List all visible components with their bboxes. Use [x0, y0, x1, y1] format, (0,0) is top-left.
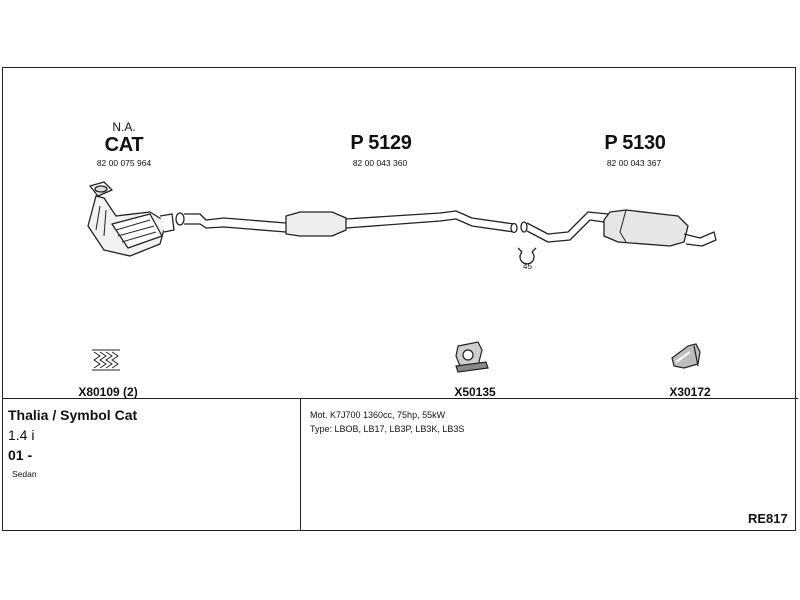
part-code-hanger: X50135	[454, 385, 496, 399]
part-code-bracket: X30172	[669, 385, 711, 399]
diagram-frame	[2, 67, 796, 531]
catalyst-tag: N.A.	[112, 120, 136, 134]
motor-spec: Mot. K7J700 1360cc, 75hp, 55kW	[310, 410, 446, 420]
clamp-icon	[517, 247, 537, 265]
vehicle-body: Sedan	[12, 469, 37, 479]
rubber-hanger-icon	[455, 341, 489, 373]
reference-code: RE817	[748, 511, 788, 526]
rear-title: P 5130	[604, 132, 666, 154]
bracket-icon	[671, 343, 701, 369]
middle-title: P 5129	[350, 132, 412, 154]
catalyst-number: 82 00 075 964	[96, 158, 152, 168]
spring-bolt-icon	[92, 349, 120, 371]
middle-number: 82 00 043 360	[352, 158, 408, 168]
section-divider	[2, 398, 798, 399]
column-divider	[300, 398, 301, 531]
catalytic-converter	[87, 181, 175, 257]
catalyst-title: CAT	[104, 134, 144, 156]
rear-silencer	[520, 209, 717, 247]
vehicle-engine: 1.4 i	[8, 427, 35, 443]
part-code-spring-bolt: X80109 (2)	[78, 385, 138, 399]
middle-pipe	[175, 210, 518, 237]
vehicle-model: Thalia / Symbol Cat	[8, 407, 138, 423]
clamp-angle: 45	[523, 262, 532, 271]
vehicle-years: 01 -	[8, 447, 33, 463]
rear-number: 82 00 043 367	[606, 158, 662, 168]
type-codes: Type: LBOB, LB17, LB3P, LB3K, LB3S	[310, 424, 465, 434]
